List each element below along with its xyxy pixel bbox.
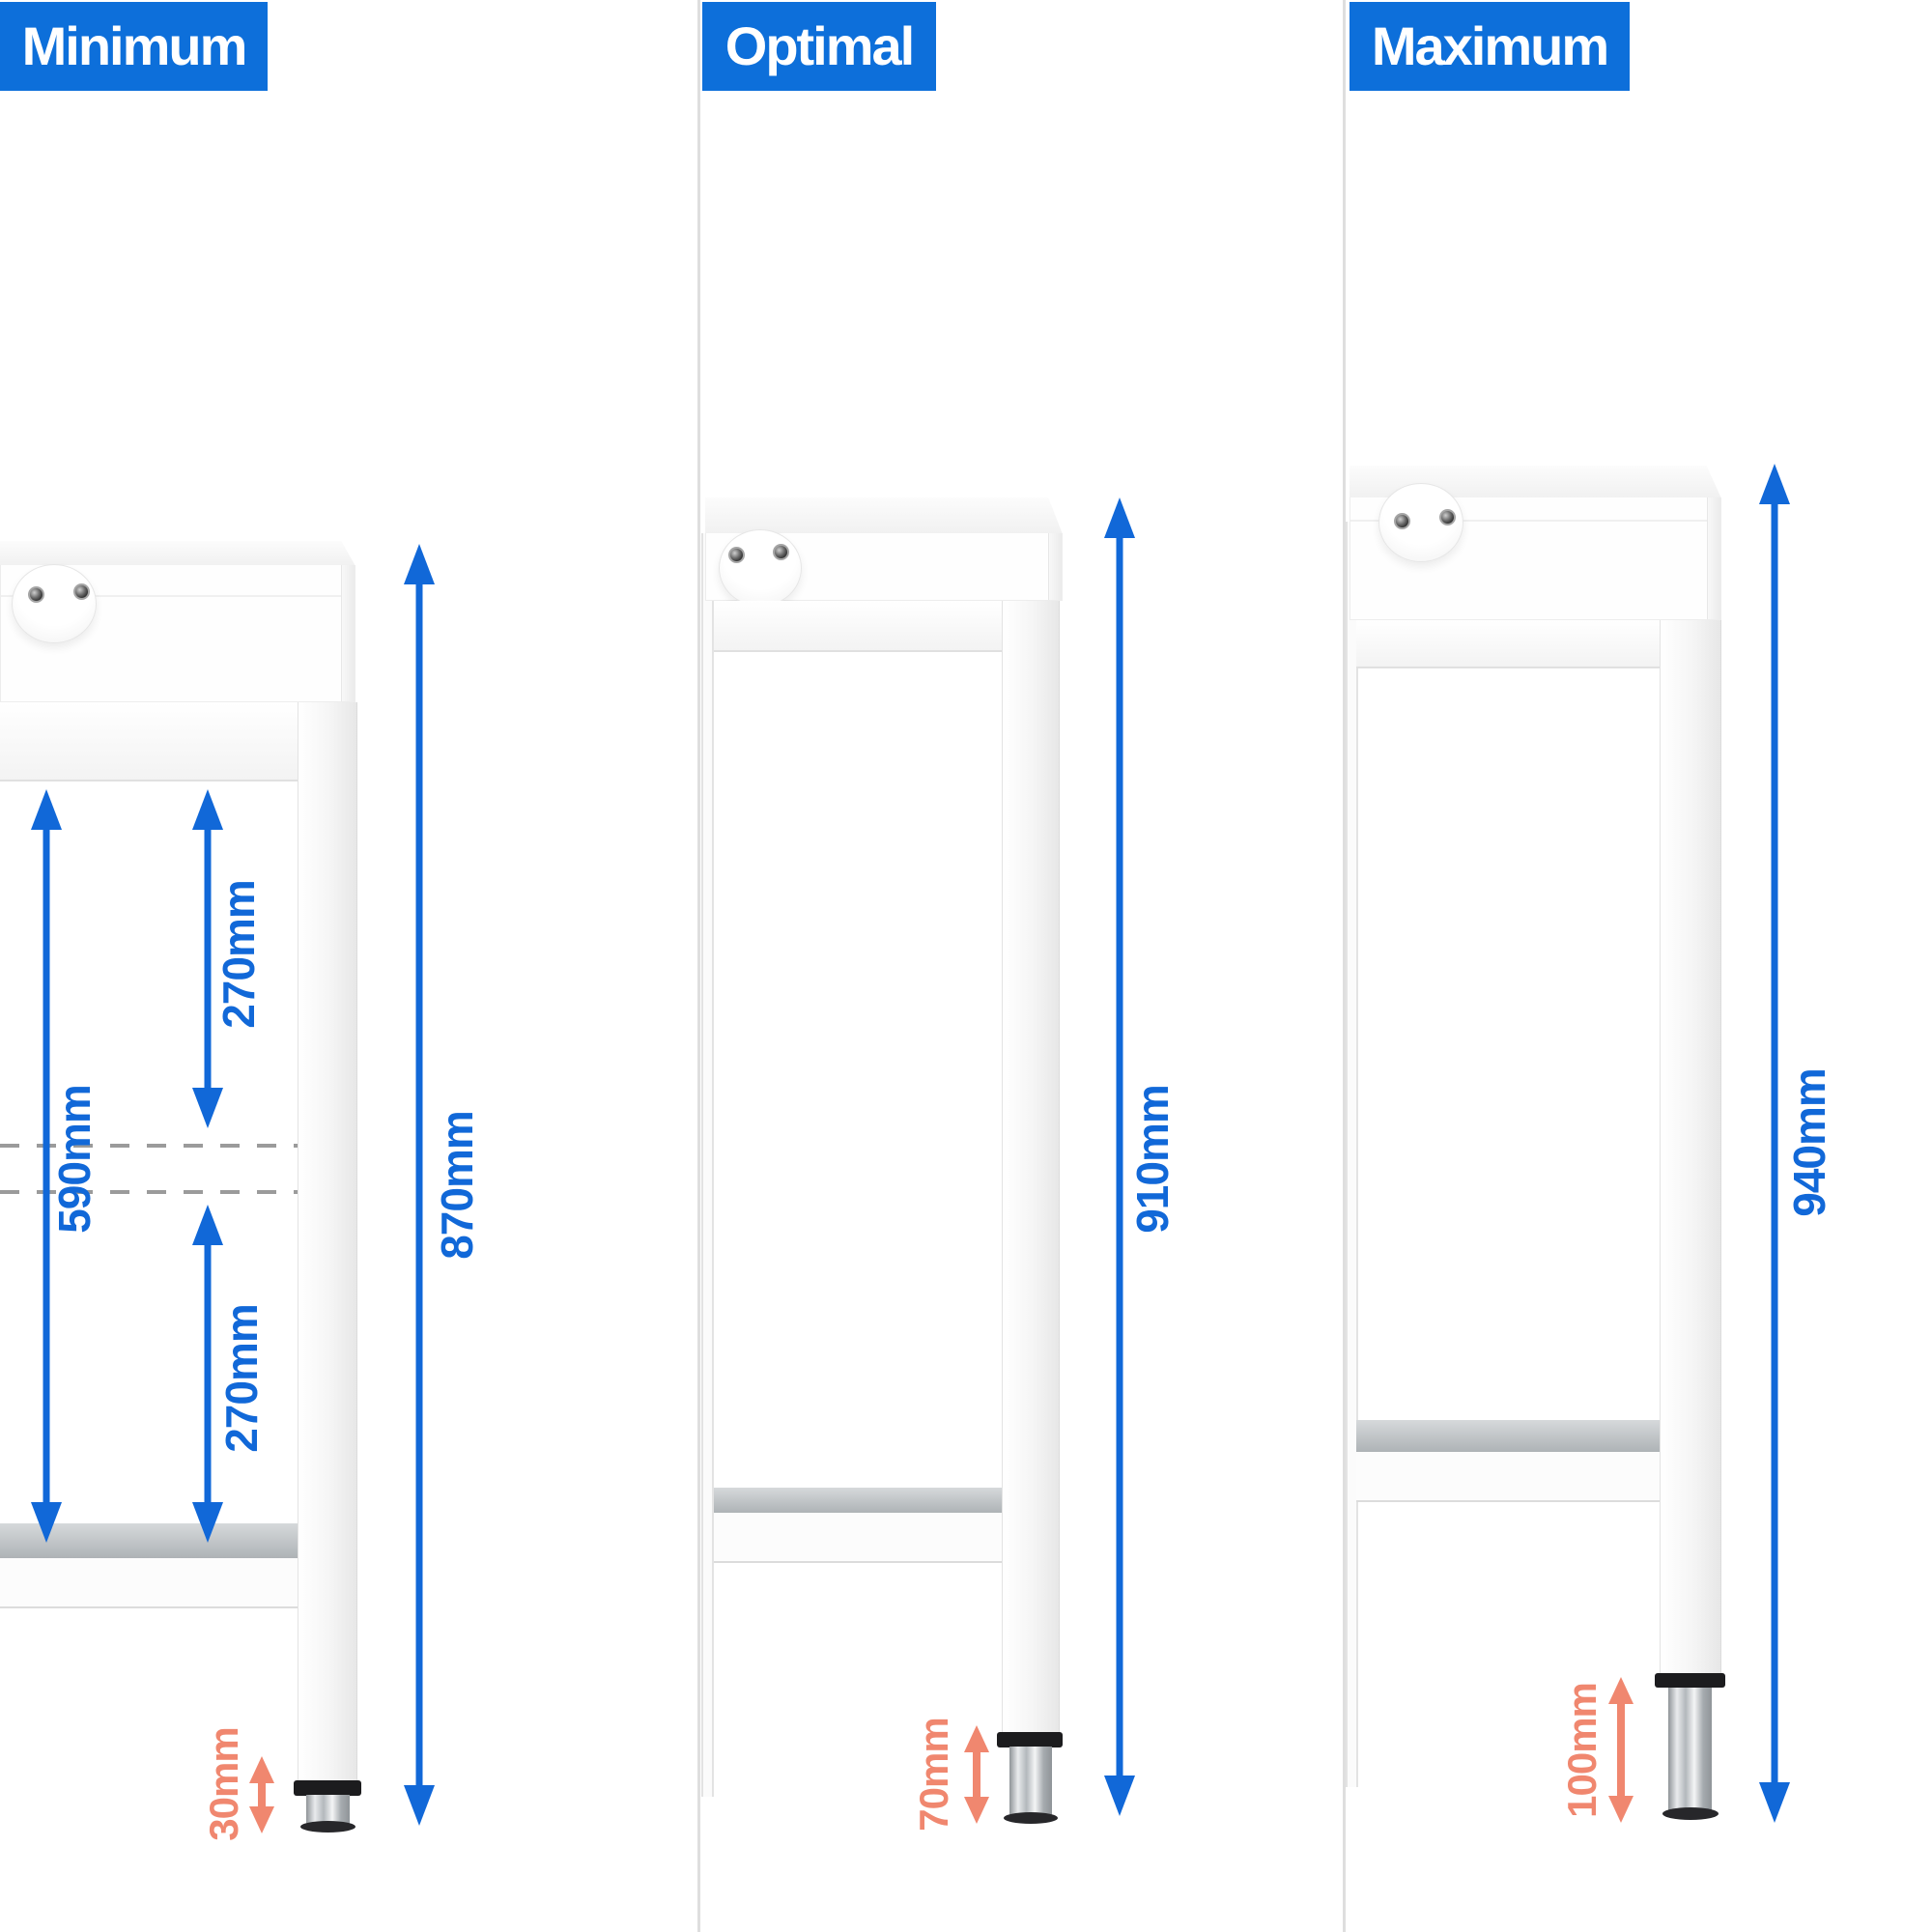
dimension-label-upper-clearance: 270mm (213, 880, 264, 1029)
table-top-side-edge (341, 565, 355, 701)
screw-icon (73, 583, 90, 600)
lower-shelf-rail (0, 1558, 298, 1608)
lower-shelf-surface (714, 1488, 1002, 1513)
foot-adjust-arrow-70mm (963, 1725, 990, 1824)
arrow-line (258, 1779, 266, 1810)
lower-shelf-surface (1356, 1420, 1660, 1452)
dimension-label-total-height-min: 870mm (432, 1111, 482, 1260)
table-top-surface (0, 541, 355, 566)
screw-icon (28, 586, 44, 603)
arrow-down-icon (192, 1502, 223, 1543)
arrow-down-icon (964, 1797, 989, 1824)
screw-icon (728, 547, 745, 563)
arrow-up-icon (1104, 497, 1135, 538)
table-leg (1002, 601, 1060, 1732)
foot-cap (997, 1732, 1063, 1747)
dimension-label-total-height-opt: 910mm (1127, 1085, 1178, 1234)
foot-cap (294, 1780, 361, 1796)
foot-adjust-label-max: 100mm (1559, 1683, 1605, 1818)
arrow-line (204, 1239, 212, 1508)
dimension-arrow-940mm (1758, 464, 1791, 1823)
foot-adjust-arrow-30mm (248, 1756, 275, 1833)
arrow-up-icon (1759, 464, 1790, 504)
panel-divider-right (1343, 0, 1346, 1932)
dimension-label-inner-clearance: 590mm (49, 1085, 99, 1234)
arrow-down-icon (192, 1088, 223, 1128)
dimension-arrow-910mm (1103, 497, 1136, 1816)
screw-icon (1394, 513, 1410, 529)
table-leg (298, 702, 357, 1780)
lower-shelf-rail (1356, 1452, 1660, 1502)
reference-dashed-line (0, 1144, 298, 1148)
table-top-side-edge (1048, 533, 1062, 600)
table-top-seam (1, 595, 355, 597)
arrow-up-icon (192, 789, 223, 830)
badge-maximum: Maximum (1350, 2, 1630, 91)
table-apron-rail (0, 702, 298, 781)
dimension-label-total-height-max: 940mm (1784, 1068, 1834, 1217)
table-back-leg-edge (1346, 522, 1358, 1787)
table-top-side-edge (1707, 497, 1720, 619)
table-top-seam (1350, 520, 1720, 522)
arrow-line (1617, 1700, 1625, 1800)
arrow-up-icon (31, 789, 62, 830)
dimension-label-lower-clearance: 270mm (216, 1304, 267, 1453)
reference-dashed-line (0, 1190, 298, 1194)
arrow-up-icon (1608, 1677, 1634, 1704)
arrow-down-icon (1759, 1782, 1790, 1823)
foot-base (300, 1821, 355, 1833)
table-back-leg-edge (701, 533, 714, 1797)
arrow-up-icon (964, 1725, 989, 1752)
foot-cap (1655, 1673, 1725, 1688)
foot-adjust-label-opt: 70mm (911, 1718, 956, 1832)
dimension-arrow-270mm-bottom (191, 1205, 224, 1543)
adjustable-foot (306, 1795, 350, 1826)
table-leg (1660, 620, 1721, 1673)
arrow-down-icon (31, 1502, 62, 1543)
badge-optimal: Optimal (702, 2, 936, 91)
badge-minimum: Minimum (0, 2, 268, 91)
arrow-up-icon (192, 1205, 223, 1245)
arrow-line (415, 579, 423, 1791)
table-apron-rail (1356, 620, 1660, 668)
arrow-line (204, 824, 212, 1094)
foot-adjust-label-min: 30mm (201, 1727, 246, 1841)
screw-icon (1439, 509, 1456, 526)
foot-base (1662, 1807, 1719, 1820)
arrow-line (43, 824, 50, 1508)
arrow-line (1771, 498, 1778, 1788)
arrow-down-icon (1104, 1776, 1135, 1816)
lower-shelf-rail (714, 1513, 1002, 1563)
adjustable-foot (1668, 1688, 1712, 1814)
arrow-down-icon (404, 1785, 435, 1826)
dimension-arrow-870mm (403, 544, 436, 1826)
arrow-line (973, 1748, 980, 1801)
foot-base (1004, 1812, 1058, 1824)
mounting-bracket (719, 529, 802, 607)
arrow-down-icon (249, 1806, 274, 1833)
dimension-arrow-590mm (30, 789, 63, 1543)
arrow-line (1116, 532, 1123, 1781)
dimension-arrow-270mm-top (191, 789, 224, 1128)
mounting-bracket (1378, 483, 1463, 562)
screw-icon (773, 544, 789, 560)
arrow-up-icon (404, 544, 435, 584)
mounting-bracket (12, 564, 97, 643)
arrow-up-icon (249, 1756, 274, 1783)
foot-adjust-arrow-100mm (1607, 1677, 1634, 1823)
arrow-down-icon (1608, 1796, 1634, 1823)
adjustable-foot (1009, 1747, 1052, 1815)
panel-divider-left (697, 0, 700, 1932)
table-apron-rail (714, 601, 1002, 652)
